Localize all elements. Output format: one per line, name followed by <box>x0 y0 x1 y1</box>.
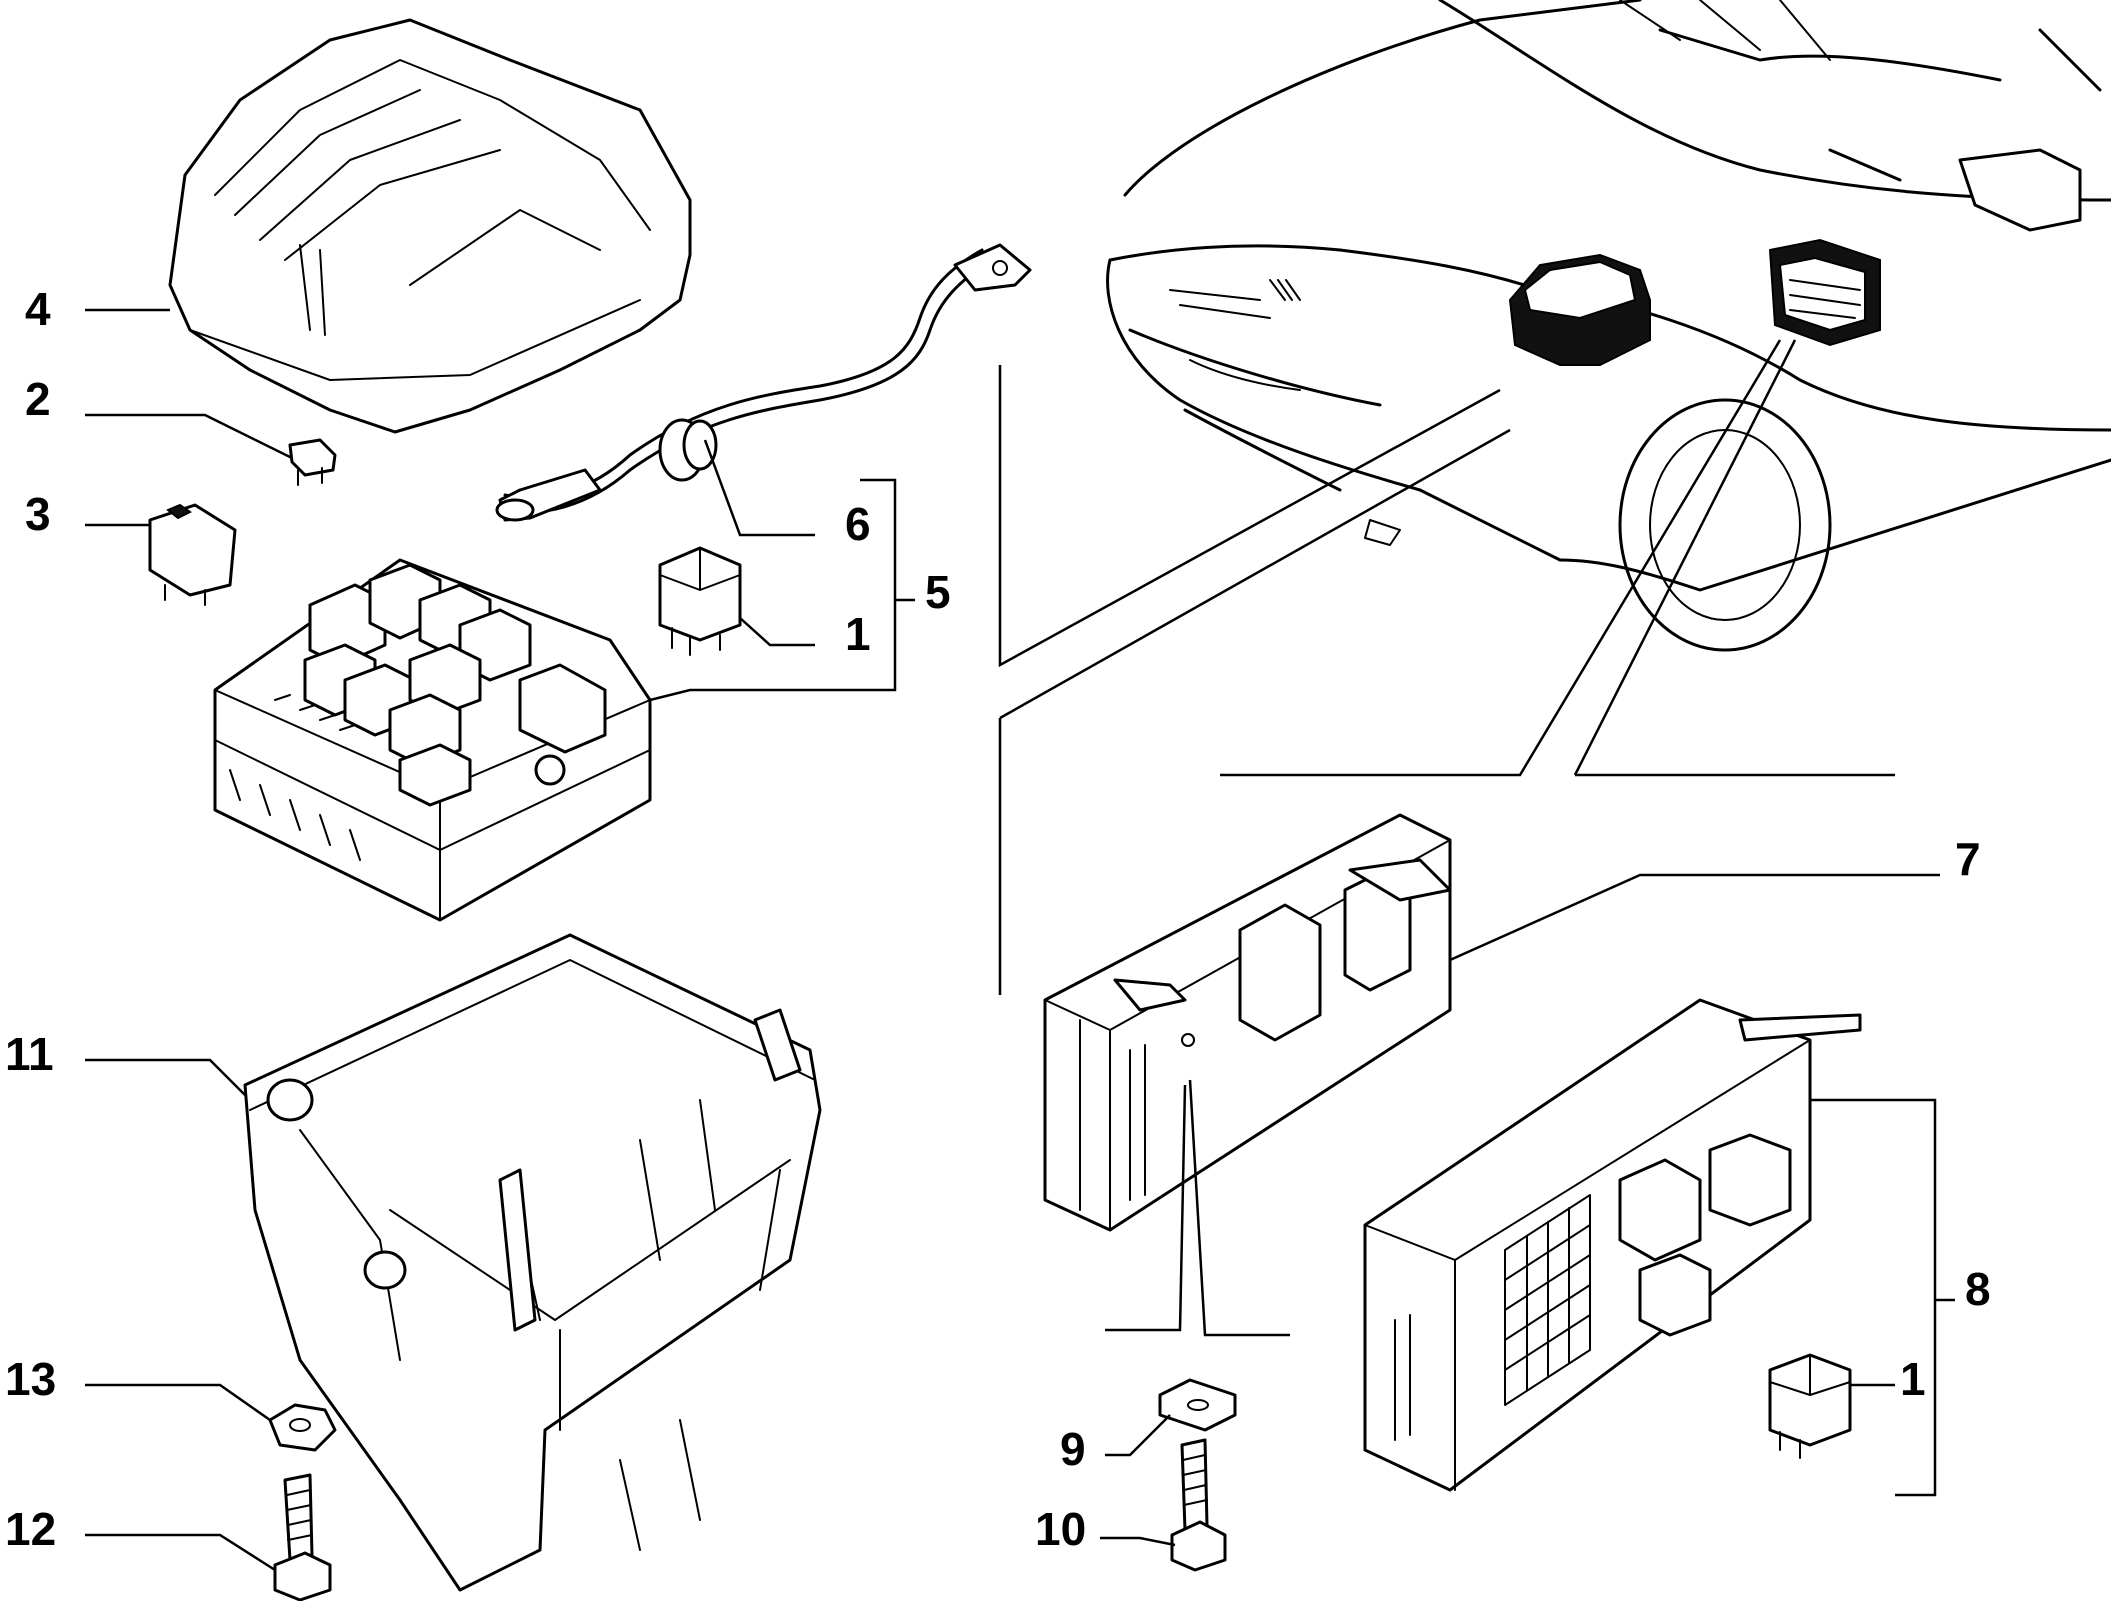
callout-9: 9 <box>1060 1423 1086 1475</box>
junction-control-unit <box>1363 998 1862 1492</box>
callout-8: 8 <box>1965 1263 1991 1315</box>
callout-4: 4 <box>25 283 51 335</box>
fuse-box-relays <box>303 563 607 807</box>
clip-nut <box>1158 1378 1237 1432</box>
relay-upper <box>658 546 742 656</box>
nut <box>268 1403 337 1452</box>
callout-6: 6 <box>845 498 871 550</box>
bolt-left <box>273 1473 332 1601</box>
fuse-box-tray <box>243 933 822 1592</box>
callout-11: 11 <box>5 1028 54 1080</box>
callout-2: 2 <box>25 373 51 425</box>
callout-10: 10 <box>1035 1503 1086 1555</box>
maxi-fuse <box>148 503 237 606</box>
fuse-box <box>213 558 652 922</box>
callout-7: 7 <box>1955 833 1981 885</box>
callout-5: 5 <box>925 566 951 618</box>
leader-lines <box>85 308 1955 1572</box>
mini-fuse <box>288 438 337 486</box>
relay-lower <box>1768 1353 1852 1459</box>
body-computer-unit <box>1043 813 1452 1232</box>
callout-3: 3 <box>25 488 51 540</box>
callout-12: 12 <box>5 1503 56 1555</box>
battery-cable <box>495 243 1032 522</box>
callout-13: 13 <box>5 1353 56 1405</box>
bolt-right <box>1170 1438 1227 1572</box>
callout-1-lower: 1 <box>1900 1353 1926 1405</box>
junction-fuse-grid <box>1504 1194 1591 1406</box>
callout-1-upper: 1 <box>845 608 871 660</box>
fuse-box-cover <box>168 18 692 434</box>
car-front-view <box>1106 0 2111 652</box>
callout-labels: 4 2 3 6 5 1 11 13 12 7 8 1 9 10 <box>5 283 1991 1555</box>
